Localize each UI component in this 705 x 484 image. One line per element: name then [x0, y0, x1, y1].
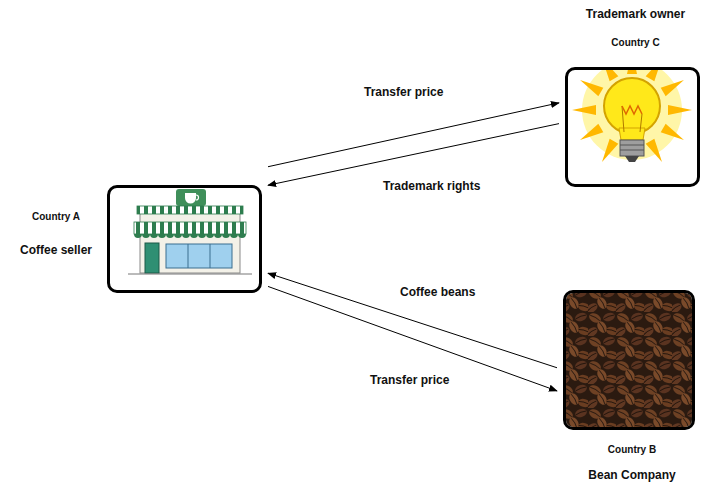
node-heading: Country B [551, 443, 705, 457]
illustration-part [640, 114, 642, 132]
illustration-part [620, 145, 644, 146]
edge-label: Transfer price [368, 373, 451, 387]
edge-label: Transfer price [362, 85, 445, 99]
illustration-part [646, 139, 667, 165]
illustration-part [604, 78, 660, 134]
illustration-part [166, 244, 232, 268]
illustration-part [661, 76, 687, 97]
illustration-part [185, 193, 196, 204]
node-subheading: Coffee seller [6, 243, 106, 257]
illustration-part [646, 70, 667, 81]
flow-arrow [268, 286, 557, 390]
illustration-part [668, 105, 692, 115]
node-subheading: Bean Company [551, 468, 705, 482]
illustration-part [627, 70, 637, 74]
illustration-part [176, 189, 206, 206]
illustration-part [137, 206, 243, 214]
flow-arrow [268, 273, 557, 368]
illustration-part [128, 274, 252, 275]
illustration-part [140, 212, 240, 273]
illustration-part [572, 70, 692, 164]
illustration-part [620, 140, 644, 156]
coffee-beans-illustration [566, 293, 692, 427]
flow-arrow [268, 103, 559, 167]
illustration-part [598, 139, 619, 165]
illustration-part [622, 106, 642, 114]
node-heading: Trademark owner [553, 7, 705, 21]
node-subheading: Country C [553, 36, 705, 50]
illustration-part [134, 222, 246, 234]
illustration-part [620, 150, 644, 151]
picture-box: Country ACoffee seller [107, 185, 262, 293]
illustration-part [625, 156, 639, 162]
flow-arrow [268, 124, 559, 186]
picture-box: Trademark ownerCountry C [565, 67, 700, 187]
illustration-part [145, 243, 159, 273]
illustration-part [134, 234, 246, 238]
illustration-part [572, 105, 596, 115]
node-heading: Country A [6, 210, 106, 224]
illustration-part [661, 124, 687, 145]
picture-box: Country BBean Company [563, 290, 695, 430]
illustration-part [598, 70, 619, 81]
illustration-part [619, 128, 645, 140]
illustration-part [196, 195, 199, 200]
edge-label: Coffee beans [398, 285, 477, 299]
illustration-part [566, 293, 692, 427]
illustration-part [210, 244, 211, 268]
coffee-shop-illustration [128, 189, 252, 274]
light-bulb-illustration [568, 70, 697, 184]
illustration-part [578, 76, 604, 97]
illustration-part [578, 124, 604, 145]
illustration-part [582, 70, 682, 160]
edge-label: Trademark rights [381, 179, 482, 193]
illustration-part [188, 244, 189, 268]
